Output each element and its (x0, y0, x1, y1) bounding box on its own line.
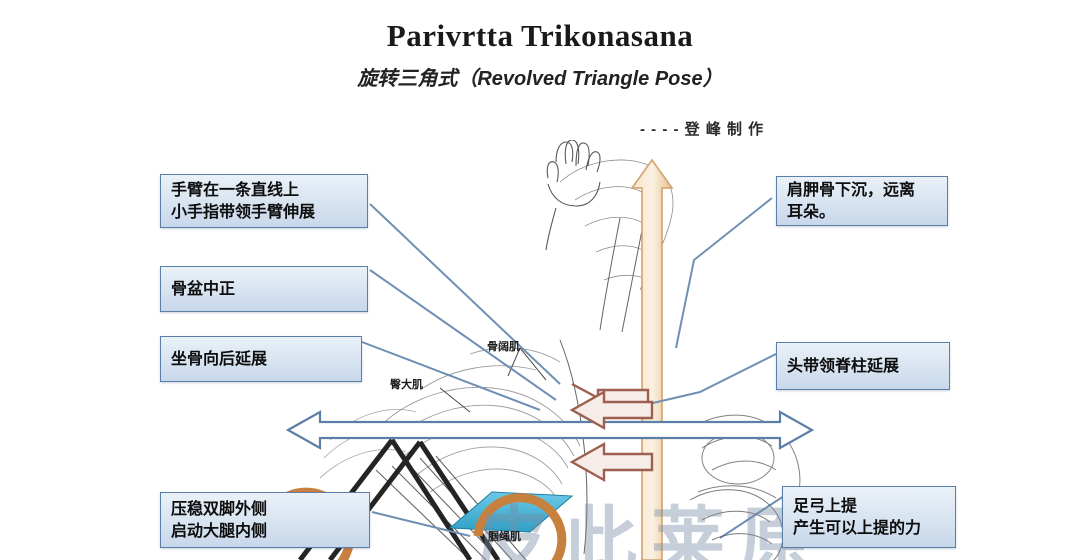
callout-arm-line-line1: 手臂在一条直线上 (171, 179, 300, 199)
leader-lines-blue (361, 197, 865, 539)
credit-line: - - - - 登 峰 制 作 (640, 121, 765, 138)
callout-sit-bone-line1: 坐骨向后延展 (171, 348, 268, 368)
anatomy-label-gluteus-maximus: 臀大肌 (390, 378, 423, 391)
callout-foot-arch-line1: 足弓上提 (793, 495, 858, 515)
illustration-svg (257, 140, 865, 560)
callout-sit-bone[interactable]: 坐骨向后延展 (160, 336, 362, 382)
callout-scapula-line1: 肩胛骨下沉，远离 (787, 179, 916, 199)
anatomy-label-hamstrings: 腘绳肌 (488, 530, 521, 543)
callout-feet-line1: 压稳双脚外侧 (171, 498, 268, 518)
tan-up-arrow (630, 158, 674, 560)
foot-sketch (689, 489, 784, 560)
hand-sketch (545, 140, 601, 251)
blue-double-arrow (285, 410, 815, 450)
callout-head-spine-line1: 头带领脊柱延展 (787, 355, 900, 375)
callout-foot-arch-line2: 产生可以上提的力 (793, 518, 922, 537)
pose-illustration (0, 140, 1080, 560)
callout-head-spine[interactable]: 头带领脊柱延展 (776, 342, 950, 390)
callout-feet[interactable]: 压稳双脚外侧 启动大腿内侧 (160, 492, 370, 548)
callout-arm-line-line2: 小手指带领手臂伸展 (171, 202, 316, 221)
body-sketch (298, 140, 801, 560)
callout-feet-line2: 启动大腿内侧 (171, 521, 268, 540)
callout-scapula-line2: 耳朵。 (787, 202, 836, 221)
callout-pelvis[interactable]: 骨盆中正 (160, 266, 368, 312)
callout-foot-arch[interactable]: 足弓上提 产生可以上提的力 (782, 486, 956, 548)
callout-arm-line[interactable]: 手臂在一条直线上 小手指带领手臂伸展 (160, 174, 368, 228)
callout-pelvis-line1: 骨盆中正 (171, 278, 236, 298)
page-title-sanskrit: Parivrtta Trikonasana (386, 18, 694, 53)
page-subtitle: 旋转三角式（Revolved Triangle Pose） (357, 68, 723, 90)
red-left-arrows (569, 382, 654, 483)
anatomy-leader-lines (439, 347, 547, 541)
anatomy-label-tensor-fasciae-latae: 骨阔肌 (487, 340, 520, 353)
callout-scapula[interactable]: 肩胛骨下沉，远离 耳朵。 (776, 176, 948, 226)
